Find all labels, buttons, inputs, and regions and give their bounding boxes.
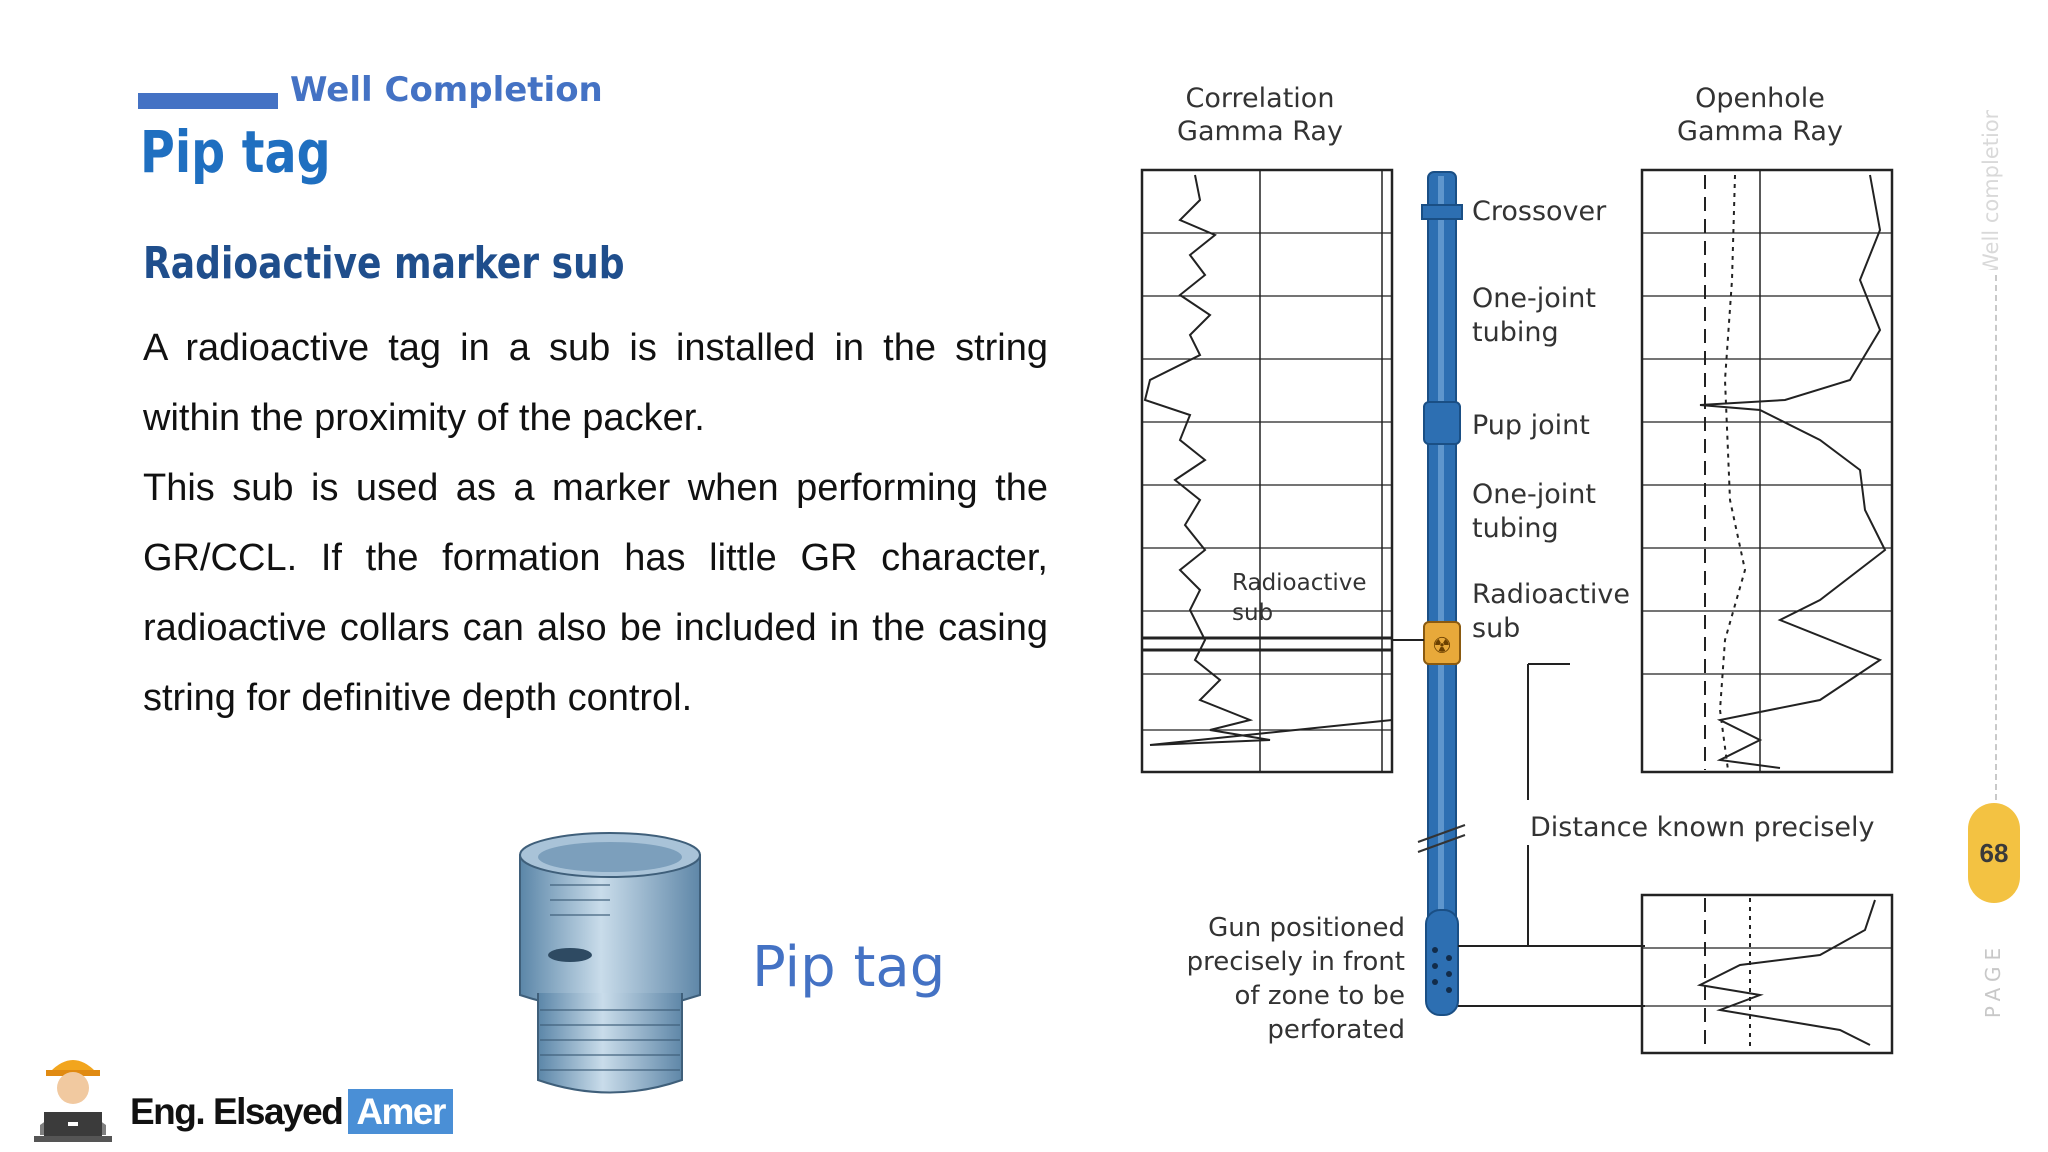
page-label: PAGE [1982,942,2005,1018]
slide-subtitle: Radioactive marker sub [143,238,625,289]
slide-title: Pip tag [140,118,331,186]
radioactive-sub-icon [1423,621,1461,665]
label-distance: Distance known precisely [1530,812,1874,843]
sidebar-vertical-text: Well completion [1979,110,2003,270]
perforating-gun [1425,909,1459,1016]
section-label: Well Completion [290,70,603,110]
label-gun-3: of zone to be [1235,981,1406,1011]
header-accent-bar [138,93,278,109]
right-log-title-line1: Openhole [1695,83,1825,114]
svg-text:PAGE: PAGE [1982,942,2005,1018]
left-radioactive-sub-label-1: Radioactive [1232,570,1367,596]
tubing-string: ☢ [1417,171,1466,1016]
label-one-joint-2b: tubing [1472,513,1559,544]
well-diagram: Correlation Gamma Ray Openhole Gamma Ray… [1140,83,1894,1055]
paragraph-1: A radioactive tag in a sub is installed … [143,327,1048,439]
distance-bracket [1392,639,1645,1007]
svg-text:Well completion: Well completion [1979,110,2003,270]
sidebar-dashed-line [1995,275,1997,800]
label-radioactive-sub-2: sub [1472,613,1520,644]
left-log-title-line2: Gamma Ray [1177,116,1343,147]
left-radioactive-sub-label-2: sub [1232,600,1273,626]
label-crossover: Crossover [1472,196,1607,227]
page-number-badge: 68 [1968,803,2020,903]
correlation-gr-log [1140,168,1394,774]
author-first-name: Eng. Elsayed [130,1091,344,1132]
pip-tag-caption: Pip tag [752,935,946,1000]
pip-tag-image [519,832,701,1094]
label-gun-2: precisely in front [1187,947,1405,977]
paragraph-2: This sub is used as a marker when perfor… [143,467,1048,719]
label-gun-4: perforated [1267,1015,1405,1045]
left-log-title-line1: Correlation [1186,83,1335,114]
label-one-joint-1a: One-joint [1472,283,1596,314]
label-gun-1: Gun positioned [1208,913,1405,943]
engineer-avatar-icon [34,1060,112,1142]
label-radioactive-sub-1: Radioactive [1472,579,1630,610]
label-one-joint-1b: tubing [1472,317,1559,348]
lower-gr-log [1640,893,1894,1055]
label-one-joint-2a: One-joint [1472,479,1596,510]
openhole-gr-log [1640,168,1894,774]
author-last-name: Amer [348,1089,453,1134]
right-log-title-line2: Gamma Ray [1677,116,1843,147]
svg-text:☢: ☢ [1432,634,1452,659]
label-pup-joint: Pup joint [1472,410,1590,441]
